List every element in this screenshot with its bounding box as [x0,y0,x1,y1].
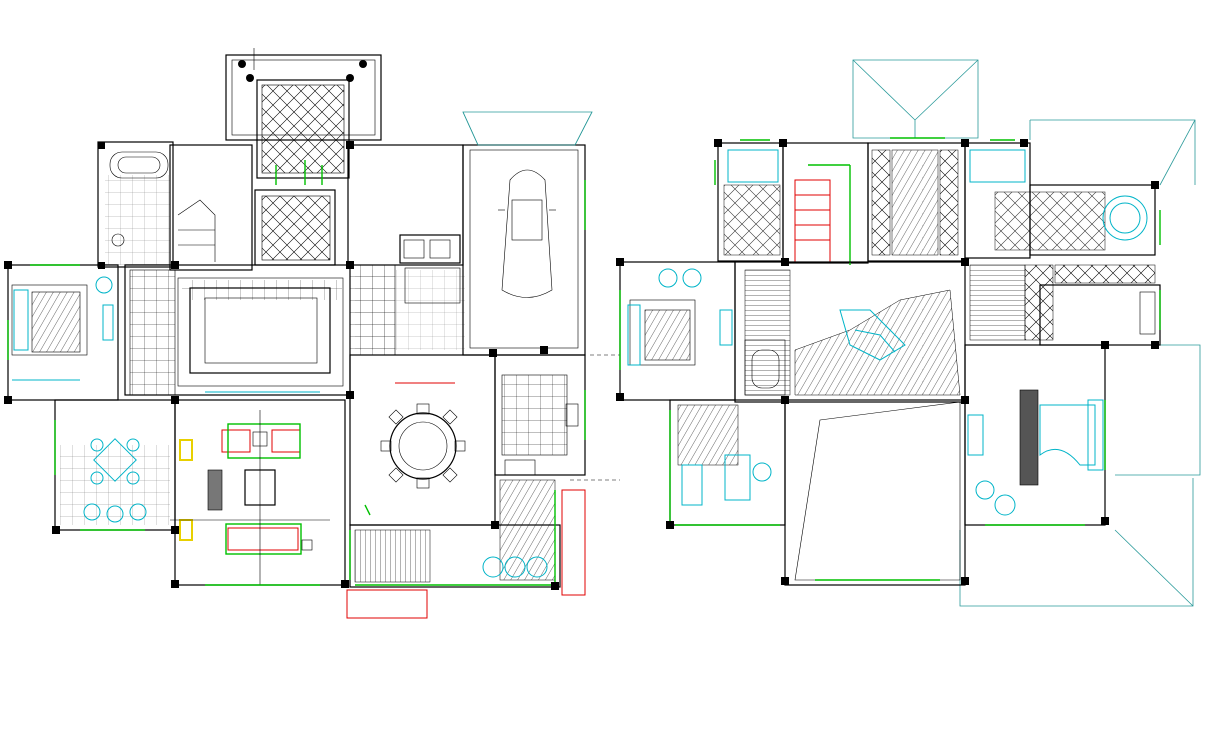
void-area-walls [784,399,966,586]
sofa-icon [179,423,313,555]
piano-icon [839,309,906,361]
roof-top [852,59,979,139]
round-bathtub-icon [1102,195,1148,241]
structural-columns [4,141,559,590]
entry-steps [346,589,428,619]
stair-upper [782,142,869,264]
car-icon [498,169,556,298]
bed-icon [11,284,88,356]
bed-icon [1039,399,1104,471]
dining-table-icon [380,403,466,489]
upper-floor-plan [616,59,1201,607]
bed-icon [627,299,696,366]
balcony-roof [1115,344,1201,476]
toilet-icon [111,233,125,247]
garage-roof [462,111,593,146]
stair-hall [169,144,253,271]
garage-walls [462,144,586,356]
ground-floor-plan [4,48,620,619]
bathtub-icon [109,151,169,179]
entry-porch [225,48,382,185]
table-chairs-icon [83,438,147,523]
structural-columns-upper [616,139,1159,585]
dining-room-walls [349,354,496,526]
lounge-chairs-icon [482,556,548,578]
stair-icon [177,199,216,262]
